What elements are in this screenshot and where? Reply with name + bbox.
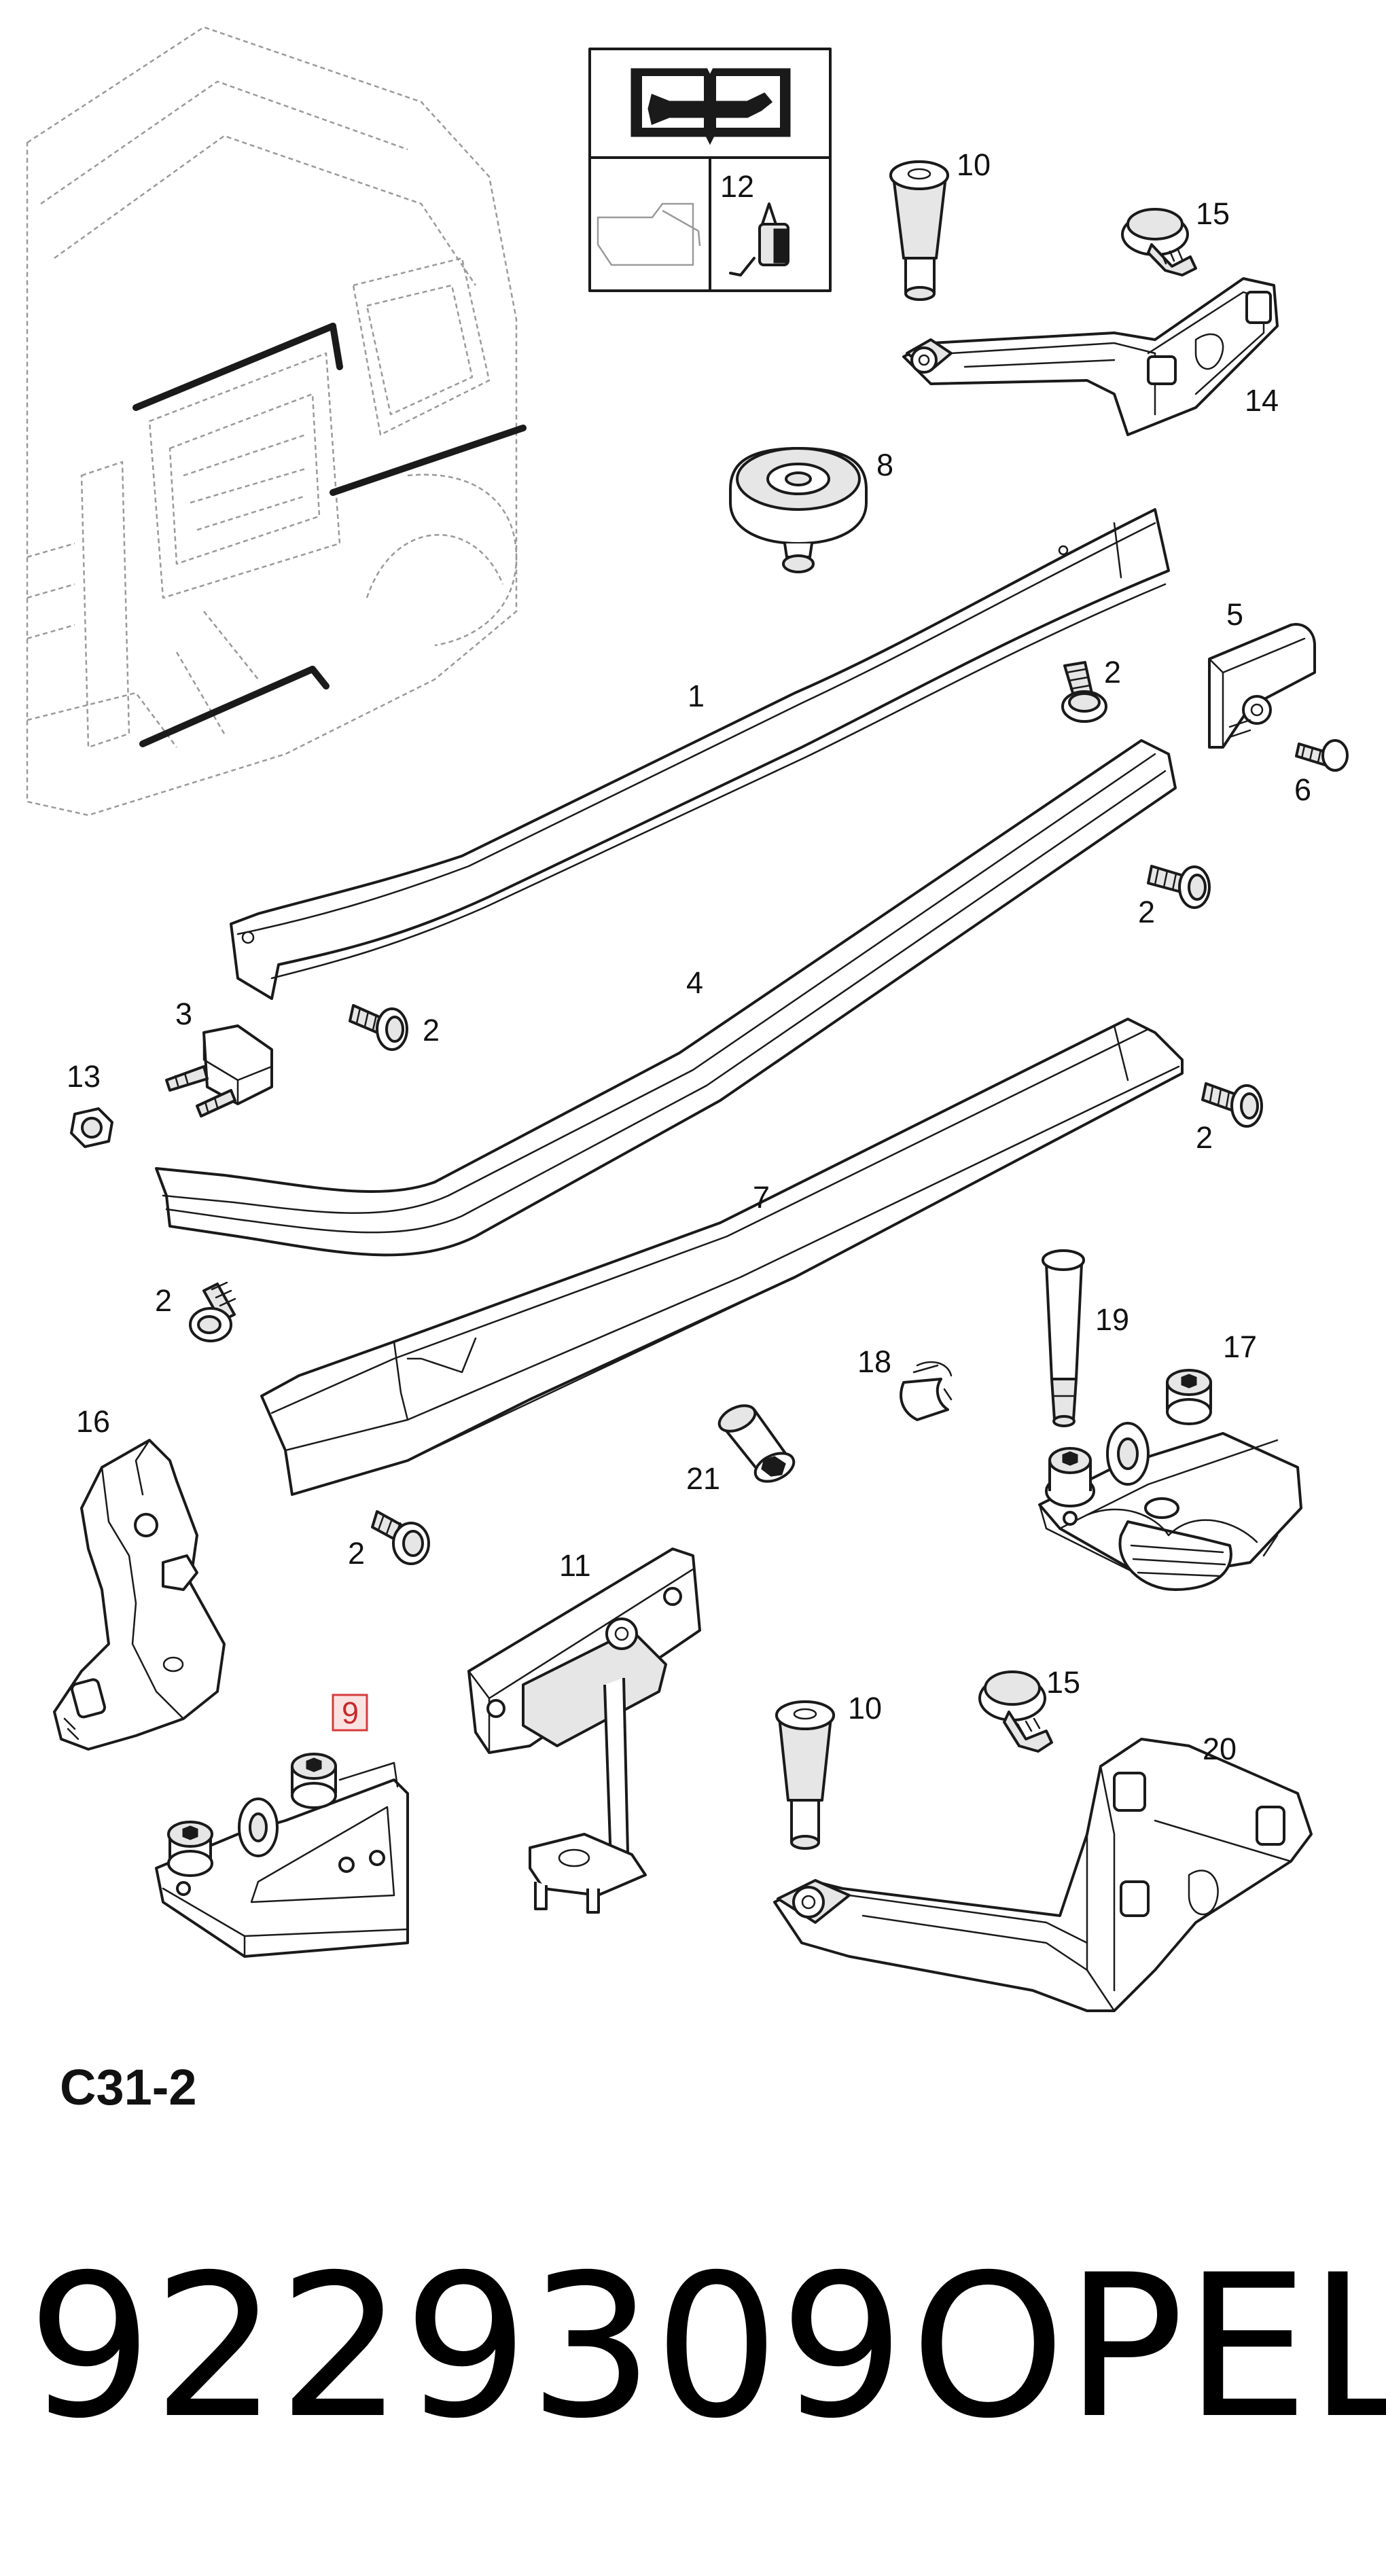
label-2-e: 2	[155, 1283, 172, 1318]
part-20-lower-bracket	[773, 1738, 1313, 2012]
part-11-hinge-arm	[467, 1548, 701, 1914]
part-15-bolt-top	[1121, 208, 1197, 276]
labels: 12 10 15 14 8 5 2 1 6 2 3 4 2 13 2 7 2 1…	[67, 147, 1311, 1766]
part-9-roller-carriage	[155, 1753, 409, 1958]
service-manual-icon	[630, 68, 791, 145]
label-2-b: 2	[1138, 895, 1155, 929]
label-10-bottom: 10	[848, 1691, 882, 1725]
label-14: 14	[1245, 383, 1279, 418]
label-3: 3	[175, 997, 192, 1031]
part-10-pin-bottom	[775, 1700, 835, 1850]
part-21-threaded-insert	[717, 1404, 796, 1483]
part-7-lower-rail	[260, 1018, 1184, 1496]
label-4: 4	[686, 965, 703, 1000]
label-15-bottom: 15	[1046, 1665, 1080, 1700]
part-number: 9229309	[27, 2233, 905, 2462]
part-4-middle-rail	[155, 739, 1177, 1257]
label-8: 8	[876, 448, 893, 482]
grease-cartridge-icon	[729, 202, 789, 276]
label-2-a: 2	[1104, 655, 1121, 690]
part-10-pin-top	[889, 160, 949, 301]
part-2-screw-b	[1147, 865, 1211, 909]
part-1-upper-rail	[230, 508, 1170, 1000]
part-8-grommet	[729, 447, 868, 573]
label-7: 7	[753, 1180, 770, 1215]
label-21: 21	[686, 1461, 720, 1496]
part-6-screw	[1295, 739, 1349, 772]
part-17-roller-carriage	[1038, 1369, 1302, 1591]
part-19-pin	[1042, 1249, 1085, 1427]
part-14-upper-bracket	[902, 277, 1279, 436]
label-6: 6	[1294, 772, 1311, 807]
label-10-top: 10	[957, 147, 991, 182]
section-code: C31-2	[60, 2059, 197, 2115]
part-5-clip	[1208, 623, 1316, 749]
brand-name: OPEL	[910, 2233, 1386, 2462]
part-2-screw-f	[371, 1510, 430, 1565]
label-2-c: 2	[423, 1013, 440, 1048]
part-2-screw-a	[1061, 661, 1107, 723]
part-18-spring-clip	[900, 1361, 953, 1421]
label-13: 13	[67, 1059, 101, 1094]
info-box	[588, 48, 832, 292]
part-2-screw-c	[349, 1004, 408, 1051]
part-15-bolt-bottom	[978, 1670, 1053, 1753]
part-13-nut	[70, 1107, 113, 1148]
label-5: 5	[1226, 597, 1243, 632]
label-19: 19	[1095, 1302, 1129, 1337]
label-15-top: 15	[1196, 196, 1230, 231]
label-20: 20	[1203, 1732, 1237, 1766]
part-2-screw-d	[1201, 1082, 1263, 1128]
label-9: 9	[342, 1696, 359, 1730]
label-2-d: 2	[1196, 1120, 1213, 1155]
label-12: 12	[720, 169, 754, 204]
part-16-bracket	[53, 1439, 226, 1751]
part-3-bumper-block	[165, 1024, 273, 1117]
label-1: 1	[688, 679, 705, 713]
label-17: 17	[1223, 1329, 1257, 1364]
vehicle-reference-sketch	[26, 26, 527, 817]
label-16: 16	[76, 1404, 110, 1439]
label-9-highlight: 9	[332, 1694, 368, 1732]
label-11: 11	[559, 1548, 591, 1583]
label-18: 18	[857, 1344, 891, 1379]
part-2-screw-e	[189, 1281, 236, 1342]
oil-can-icon	[597, 202, 701, 266]
label-2-f: 2	[348, 1536, 365, 1571]
